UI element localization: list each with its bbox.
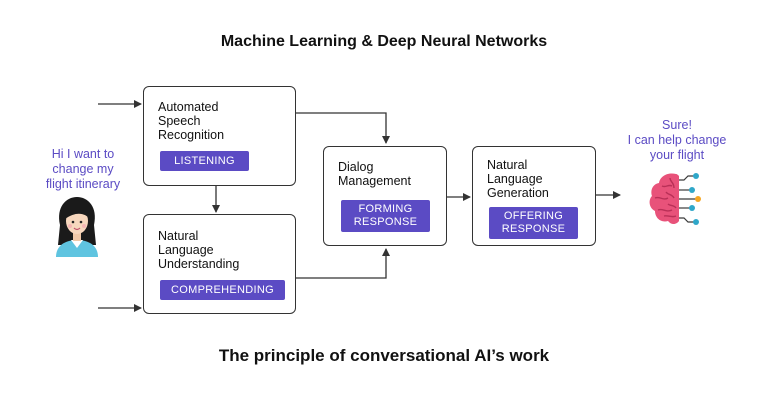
- diagram-title: Machine Learning & Deep Neural Networks: [220, 33, 548, 50]
- arrow-asr-dm: [295, 112, 390, 144]
- diagram-caption: The principle of conversational AI’s wor…: [218, 346, 550, 365]
- bot-message: Sure! I can help change your flight: [627, 118, 727, 162]
- box-speech-recognition: Automated Speech Recognition LISTENING: [143, 86, 296, 186]
- tag-comprehending: COMPREHENDING: [160, 280, 285, 300]
- box-language-generation: Natural Language Generation OFFERING RES…: [472, 146, 596, 246]
- box-label-nlg: Natural Language Generation: [487, 158, 549, 200]
- tag-forming-response: FORMING RESPONSE: [341, 200, 430, 232]
- user-message: Hi I want to change my flight itinerary: [45, 147, 121, 191]
- woman-avatar-icon: [56, 197, 98, 257]
- brain-circuit-icon: [649, 173, 701, 225]
- box-language-understanding: Natural Language Understanding COMPREHEN…: [143, 214, 296, 314]
- tag-offering-response: OFFERING RESPONSE: [489, 207, 578, 239]
- arrow-nlu-dm: [295, 248, 390, 279]
- box-label-nlu: Natural Language Understanding: [158, 229, 240, 271]
- box-label-asr: Automated Speech Recognition: [158, 100, 225, 142]
- box-dialog-management: Dialog Management FORMING RESPONSE: [323, 146, 447, 246]
- tag-listening: LISTENING: [160, 151, 249, 171]
- box-label-dm: Dialog Management: [338, 160, 411, 188]
